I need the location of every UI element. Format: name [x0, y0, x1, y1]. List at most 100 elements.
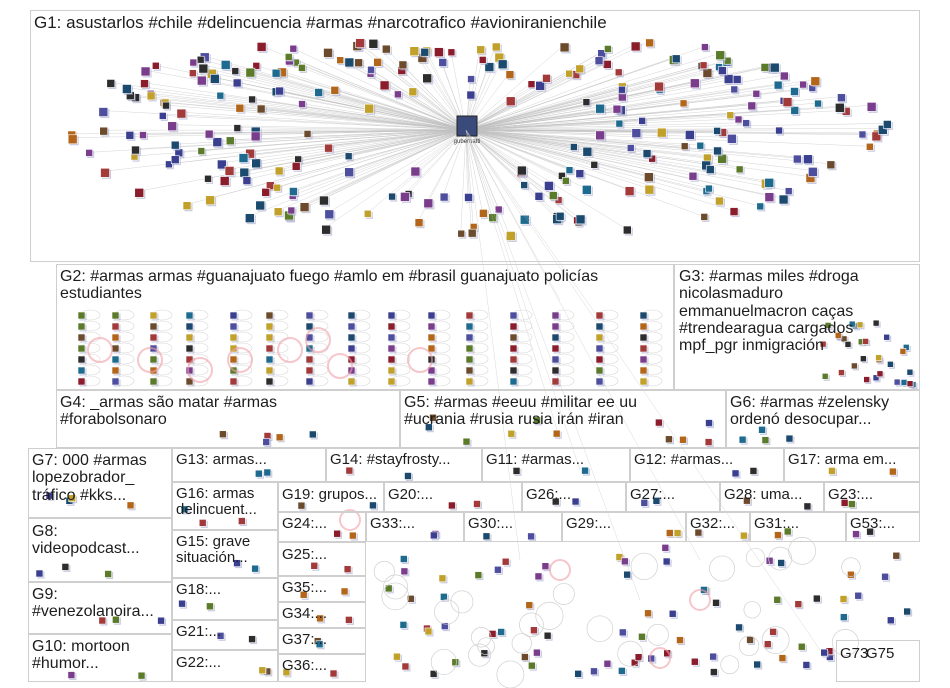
graph-node	[542, 563, 549, 570]
graph-node	[847, 571, 854, 578]
graph-node	[498, 628, 505, 635]
graph-node	[770, 628, 777, 635]
graph-node	[803, 661, 810, 668]
group-label-g16: G16: armas delincuent...	[176, 486, 257, 518]
group-label-g29: G29:...	[566, 516, 611, 532]
group-label-g53: G53:...	[850, 516, 895, 532]
group-label-g33: G33:...	[370, 516, 415, 532]
group-label-g27: G27:...	[630, 487, 675, 503]
group-label-g21: G21:...	[176, 624, 221, 640]
graph-node	[840, 614, 847, 621]
group-label-g28: G28: uma...	[724, 487, 802, 503]
graph-node	[774, 596, 781, 603]
graph-node	[494, 566, 501, 573]
graph-node	[893, 552, 900, 559]
self-loop	[631, 553, 657, 579]
graph-node	[575, 670, 582, 677]
graph-node	[439, 575, 446, 582]
graph-node	[400, 555, 407, 562]
self-loop	[587, 616, 613, 642]
self-loop	[744, 601, 761, 618]
graph-node	[778, 559, 785, 566]
graph-node	[401, 568, 408, 575]
group-label-g13: G13: armas...	[176, 452, 267, 468]
group-label-g2: G2: #armas armas #guanajuato fuego #amlo…	[60, 268, 672, 303]
graph-node	[393, 653, 400, 660]
graph-node	[691, 658, 698, 665]
group-label-g10: G10: mortoon #humor...	[32, 638, 130, 673]
group-label-g36: G36:...	[282, 658, 327, 674]
graph-node	[798, 643, 805, 650]
graph-node	[669, 610, 676, 617]
graph-node	[604, 660, 611, 667]
accent-loop	[550, 560, 570, 580]
graph-node	[535, 573, 542, 580]
graph-node	[904, 608, 911, 615]
graph-node	[544, 632, 551, 639]
group-label-g19: G19: grupos...	[282, 487, 377, 503]
graph-node	[528, 662, 535, 669]
group-label-g17: G17: arma em...	[788, 452, 896, 468]
self-loop	[374, 561, 394, 581]
group-label-g11: G11: #armas...	[486, 452, 584, 468]
graph-node	[619, 629, 626, 636]
group-label-g14: G14: #stayfrosty...	[330, 452, 451, 468]
accent-loop	[690, 590, 710, 610]
graph-node	[590, 668, 597, 675]
group-label-g6: G6: #armas #zelensky ordenó desocupar...	[730, 394, 889, 429]
graph-node	[662, 544, 669, 551]
graph-node	[821, 649, 828, 656]
graph-node	[533, 649, 540, 656]
group-label-g37: G37:...	[282, 632, 327, 648]
graph-node	[624, 571, 631, 578]
group-label-g9: G9: #venezolanoira...	[32, 586, 154, 621]
group-label-g12: G12: #armas...	[634, 452, 733, 468]
group-label-g34: G34:...	[282, 606, 327, 622]
graph-node	[795, 601, 802, 608]
graph-node	[710, 669, 717, 676]
self-loop	[647, 624, 668, 645]
graph-node	[754, 661, 761, 668]
graph-node	[402, 663, 409, 670]
graph-node	[400, 621, 407, 628]
self-loop	[709, 556, 734, 581]
group-label-g26: G26:...	[526, 487, 571, 503]
group-label-g1: G1: asustarlos #chile #delincuencia #arm…	[34, 14, 607, 32]
graph-node	[855, 592, 862, 599]
self-loop	[553, 583, 574, 604]
group-label-g4: G4: _armas são matar #armas #forabolsona…	[60, 394, 277, 429]
group-label-g30: G30:...	[468, 516, 513, 532]
graph-node	[747, 636, 754, 643]
graph-node	[736, 624, 743, 631]
group-label-g23: G23:...	[828, 487, 873, 503]
graph-node	[663, 558, 670, 565]
group-label-g73: G73	[840, 646, 868, 662]
group-label-g7: G7: 000 #armas lopezobrador_ tráfico #kk…	[32, 452, 147, 504]
graph-node	[713, 599, 720, 606]
group-label-g5: G5: #armas #eeuu #militar ee uu #ucrania…	[404, 394, 637, 429]
graph-node	[452, 659, 459, 666]
group-label-g24: G24:...	[282, 516, 327, 532]
graph-node	[621, 558, 628, 565]
group-label-g18: G18:...	[176, 582, 221, 598]
graph-node	[813, 595, 820, 602]
graph-node	[618, 667, 625, 674]
group-label-g3: G3: #armas miles #droga nicolasmaduro em…	[679, 268, 859, 354]
graph-node	[677, 637, 684, 644]
graph-node	[645, 610, 652, 617]
graph-node	[779, 655, 786, 662]
graph-node	[425, 628, 432, 635]
graph-node	[882, 573, 889, 580]
group-label-g20: G20:...	[388, 487, 433, 503]
group-label-g8: G8: videopodcast...	[32, 523, 140, 558]
group-label-g22: G22:...	[176, 655, 221, 671]
graph-node	[530, 627, 537, 634]
graph-node	[526, 602, 533, 609]
graph-node	[475, 572, 482, 579]
self-loop	[382, 583, 409, 610]
group-label-g75: G75	[866, 646, 894, 662]
self-loop	[721, 656, 739, 674]
group-label-g25: G25:...	[282, 547, 327, 563]
graph-node	[710, 653, 717, 660]
group-box-g1	[30, 10, 920, 262]
